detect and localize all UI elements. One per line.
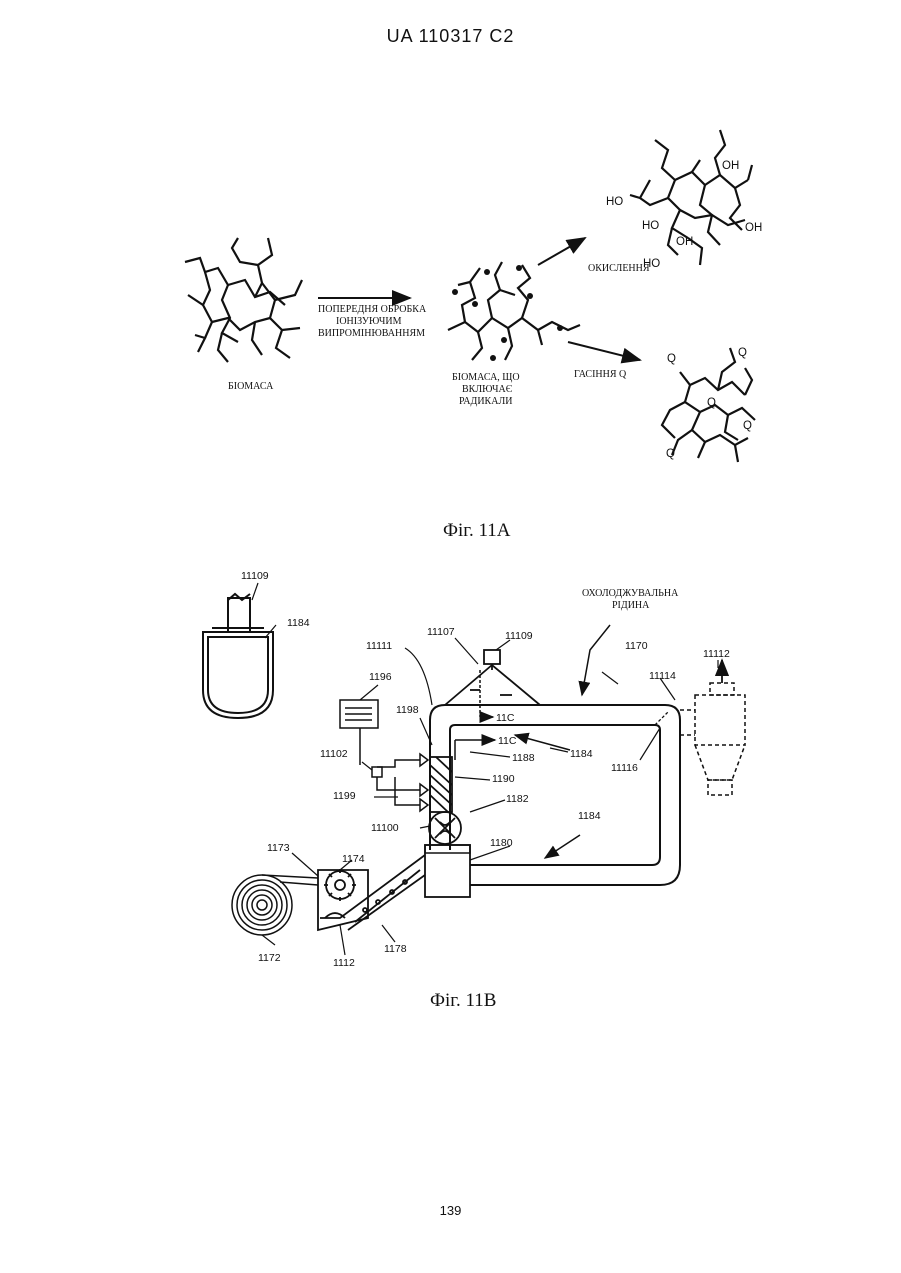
ref-1199: 1199 xyxy=(333,790,356,802)
ref-1178: 1178 xyxy=(384,943,407,955)
flow-arrow-1184-lower xyxy=(545,835,580,858)
coolant-label-line2: РІДИНА xyxy=(612,600,649,612)
fig11a-biomass-network xyxy=(185,238,302,362)
oxidation-arrow xyxy=(538,238,585,265)
ref-1190: 1190 xyxy=(492,773,515,785)
dashed-leader-11116 xyxy=(655,712,668,725)
ref-11116: 11116 xyxy=(611,762,638,774)
ref-11c-lower: 11C xyxy=(498,735,516,747)
radical-label-line2: ВКЛЮЧАЄ xyxy=(462,384,512,396)
oh-label-2: OH xyxy=(745,222,762,234)
fig11a-caption: Фіг. 11А xyxy=(443,520,510,542)
coolant-inlet-line xyxy=(582,625,610,695)
conveyor xyxy=(320,855,425,930)
ref-1198: 1198 xyxy=(396,704,419,716)
cooling-tube-loop xyxy=(430,705,680,885)
ref-11114: 11114 xyxy=(649,670,676,682)
leader-lines xyxy=(252,583,718,955)
ho-label-2: HO xyxy=(642,220,659,232)
radical-label-line1: БІОМАСА, ЩО xyxy=(452,372,520,384)
q-label-4: Q xyxy=(743,420,752,432)
ref-1184-upper: 1184 xyxy=(570,748,593,760)
irradiation-column xyxy=(430,757,452,812)
oxidation-label: ОКИСЛЕННЯ xyxy=(588,263,650,275)
quench-label: ГАСІННЯ Q xyxy=(574,369,626,381)
fig11a-radical-network xyxy=(448,262,580,360)
ref-1182: 1182 xyxy=(506,793,529,805)
q-label-3: Q xyxy=(707,397,716,409)
ref-11100: 11100 xyxy=(371,822,399,834)
page-number: 139 xyxy=(0,1203,901,1218)
radical-label-line3: РАДИКАЛИ xyxy=(459,396,512,408)
ho-label-1: HO xyxy=(606,196,623,208)
rotary-valve xyxy=(429,812,461,844)
quench-arrow xyxy=(568,342,640,360)
ref-11109: 11109 xyxy=(505,630,533,642)
ref-1170: 1170 xyxy=(625,640,648,652)
ref-1188: 1188 xyxy=(512,752,535,764)
radical-dots xyxy=(452,265,563,361)
ref-1173: 1173 xyxy=(267,842,290,854)
q-label-5: Q xyxy=(666,448,675,460)
biomass-label: БІОМАСА xyxy=(228,381,273,393)
ref-1180: 1180 xyxy=(490,837,513,849)
pretreatment-label-line3: ВИПРОМІНЮВАННЯМ xyxy=(318,328,425,340)
pretreatment-label-line1: ПОПЕРЕДНЯ ОБРОБКА xyxy=(318,304,426,316)
ref-1112: 1112 xyxy=(333,957,355,969)
ref-1184-lower: 1184 xyxy=(578,810,601,822)
fig11b-caption: Фіг. 11В xyxy=(430,990,496,1012)
ref-1184-inset: 1184 xyxy=(287,617,310,629)
pretreatment-label-line2: ІОНІЗУЮЧИМ xyxy=(336,316,401,328)
ref-1174: 1174 xyxy=(342,853,365,865)
ref-11109-inset: 11109 xyxy=(241,570,269,582)
cone-hopper xyxy=(445,650,540,705)
ref-11102: 11102 xyxy=(320,748,348,760)
oh-label-3: OH xyxy=(676,236,693,248)
ref-11107: 11107 xyxy=(427,626,455,638)
feed-roll xyxy=(232,875,318,935)
flow-arrow-1184-upper xyxy=(515,735,570,750)
beam-emitters xyxy=(420,754,428,811)
ref-11112: 11112 xyxy=(703,648,730,660)
base-unit-top xyxy=(425,845,470,853)
q-label-2: Q xyxy=(738,347,747,359)
ref-11111: 11111 xyxy=(366,640,392,652)
ref-11c-upper: 11C xyxy=(496,712,514,724)
fig11b-inset-vessel xyxy=(203,594,273,718)
ref-1196: 1196 xyxy=(369,671,392,683)
ref-1172: 1172 xyxy=(258,952,281,964)
coolant-label-line1: ОХОЛОДЖУВАЛЬНА xyxy=(582,588,678,600)
oh-label-1: OH xyxy=(722,160,739,172)
ho-label-3: HO xyxy=(643,258,660,270)
cyclone-separator xyxy=(680,683,745,795)
q-label-1: Q xyxy=(667,353,676,365)
